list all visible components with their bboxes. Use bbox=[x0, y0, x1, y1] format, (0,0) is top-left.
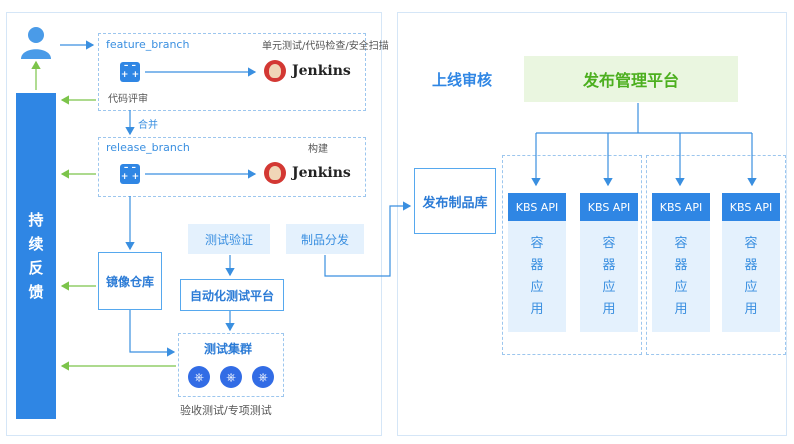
feature-branch-label: feature_branch bbox=[106, 38, 190, 51]
kbs-column: KBS API 容器应用 bbox=[722, 193, 780, 332]
kbs-column: KBS API 容器应用 bbox=[580, 193, 638, 332]
jenkins-label: Jenkins bbox=[292, 165, 351, 181]
build-label: 构建 bbox=[308, 144, 328, 155]
feedback-char: 反 bbox=[28, 259, 44, 277]
feedback-char: 续 bbox=[28, 235, 44, 253]
container-app-text: 容器应用 bbox=[674, 236, 688, 317]
kbs-api-label: KBS API bbox=[722, 193, 780, 221]
continuous-feedback-bar: 持 续 反 馈 bbox=[16, 93, 56, 419]
kubernetes-icon: ⎈ bbox=[220, 366, 242, 388]
online-review-label: 上线审核 bbox=[432, 71, 493, 89]
kbs-column: KBS API 容器应用 bbox=[508, 193, 566, 332]
code-review-icon: – –+ + bbox=[120, 61, 140, 82]
artifact-dist-box: 制品分发 bbox=[286, 224, 364, 254]
test-verify-box: 测试验证 bbox=[188, 224, 270, 254]
kubernetes-icon: ⎈ bbox=[188, 366, 210, 388]
kbs-api-label: KBS API bbox=[652, 193, 710, 221]
code-review-label: 代码评审 bbox=[108, 94, 148, 105]
code-review-icon: – –+ + bbox=[120, 163, 140, 184]
release-branch-label: release_branch bbox=[106, 141, 190, 154]
merge-label: 合并 bbox=[138, 120, 158, 131]
kbs-column: KBS API 容器应用 bbox=[652, 193, 710, 332]
jenkins-release: Jenkins bbox=[264, 162, 351, 184]
kbs-api-label: KBS API bbox=[580, 193, 638, 221]
publish-platform-box: 发布管理平台 bbox=[524, 56, 738, 102]
container-app-text: 容器应用 bbox=[602, 236, 616, 317]
container-app-text: 容器应用 bbox=[530, 236, 544, 317]
kubernetes-icon: ⎈ bbox=[252, 366, 274, 388]
kbs-api-label: KBS API bbox=[508, 193, 566, 221]
jenkins-label: Jenkins bbox=[292, 63, 351, 79]
publish-platform-label: 发布管理平台 bbox=[582, 71, 679, 90]
artifact-repo-box: 发布制品库 bbox=[414, 168, 496, 234]
user-icon bbox=[18, 24, 54, 60]
mirror-repo-box: 镜像仓库 bbox=[98, 252, 162, 310]
test-cluster-label: 测试集群 bbox=[204, 342, 253, 356]
feature-checks-label: 单元测试/代码检查/安全扫描 bbox=[262, 41, 389, 52]
jenkins-feature: Jenkins bbox=[264, 60, 351, 82]
jenkins-icon bbox=[264, 162, 286, 184]
feedback-char: 持 bbox=[28, 211, 44, 229]
acceptance-test-label: 验收测试/专项测试 bbox=[180, 404, 272, 417]
container-app-text: 容器应用 bbox=[744, 236, 758, 317]
release-branch-group bbox=[98, 137, 366, 197]
auto-test-platform-box: 自动化测试平台 bbox=[180, 279, 284, 311]
jenkins-icon bbox=[264, 60, 286, 82]
feedback-char: 馈 bbox=[28, 283, 44, 301]
